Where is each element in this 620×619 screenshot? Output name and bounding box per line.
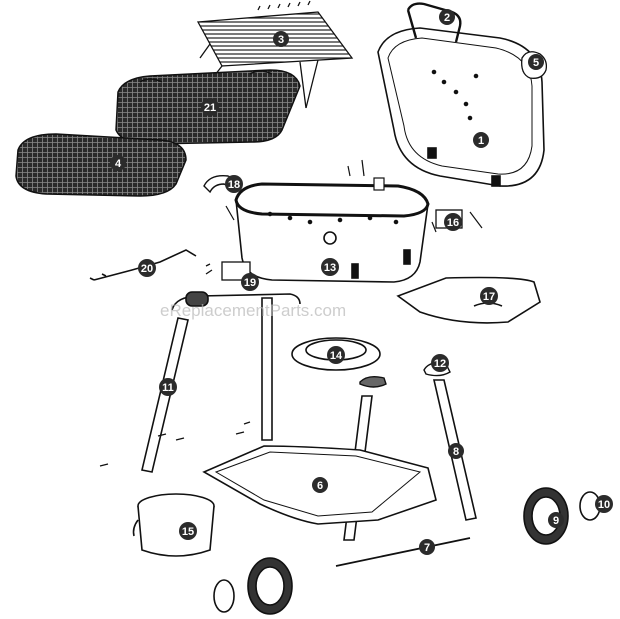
callout-21[interactable]: 21: [201, 98, 219, 116]
callout-7[interactable]: 7: [419, 539, 435, 555]
svg-text:6: 6: [317, 480, 323, 492]
callout-13[interactable]: 13: [321, 258, 339, 276]
svg-text:16: 16: [447, 217, 459, 229]
svg-text:18: 18: [228, 179, 240, 191]
callout-5[interactable]: 5: [528, 54, 544, 70]
callout-18[interactable]: 18: [225, 175, 243, 193]
callout-19[interactable]: 19: [241, 273, 259, 291]
svg-text:12: 12: [434, 358, 446, 370]
callout-17[interactable]: 17: [480, 287, 498, 305]
callout-2[interactable]: 2: [439, 9, 455, 25]
svg-text:13: 13: [324, 262, 336, 274]
callout-16[interactable]: 16: [444, 213, 462, 231]
ash-lever: [205, 261, 251, 281]
svg-text:8: 8: [453, 446, 459, 458]
side-shelf: [396, 276, 541, 324]
bolt-hardware: [225, 159, 483, 233]
callout-10[interactable]: 10: [595, 495, 613, 513]
svg-text:17: 17: [483, 291, 495, 303]
svg-text:10: 10: [598, 499, 610, 511]
screws: [99, 421, 251, 467]
charcoal-grate: [15, 133, 187, 197]
svg-text:14: 14: [330, 350, 343, 362]
callout-15[interactable]: 15: [179, 522, 197, 540]
svg-text:20: 20: [141, 263, 153, 275]
wheel-axle: [335, 537, 471, 567]
svg-text:3: 3: [278, 34, 284, 46]
callout-11[interactable]: 11: [159, 378, 177, 396]
svg-text:15: 15: [182, 526, 194, 538]
callout-3[interactable]: 3: [273, 31, 289, 47]
svg-text:19: 19: [244, 277, 256, 289]
svg-text:9: 9: [553, 515, 559, 527]
svg-text:2: 2: [444, 12, 450, 24]
callout-4[interactable]: 4: [110, 155, 126, 171]
svg-text:1: 1: [478, 135, 484, 147]
callout-14[interactable]: 14: [327, 346, 345, 364]
callout-6[interactable]: 6: [312, 477, 328, 493]
callout-12[interactable]: 12: [431, 354, 449, 372]
svg-text:11: 11: [162, 382, 174, 394]
ash-rod: [89, 249, 197, 281]
ash-pan: [132, 493, 215, 557]
svg-text:4: 4: [115, 158, 122, 170]
watermark: eReplacementParts.com: [160, 301, 346, 320]
firebowl: [234, 182, 430, 283]
callout-1[interactable]: 1: [473, 132, 489, 148]
callout-8[interactable]: 8: [448, 443, 464, 459]
callout-20[interactable]: 20: [138, 259, 156, 277]
callout-9[interactable]: 9: [548, 512, 564, 528]
grill-lid: [377, 2, 545, 187]
callouts: 1 2 3 4 5 6 7 8 9 10 11 12 13 14 15 16 1…: [110, 9, 613, 555]
svg-text:21: 21: [204, 102, 216, 114]
svg-text:5: 5: [533, 57, 539, 69]
svg-text:7: 7: [424, 542, 430, 554]
front-wheel: [213, 557, 293, 615]
